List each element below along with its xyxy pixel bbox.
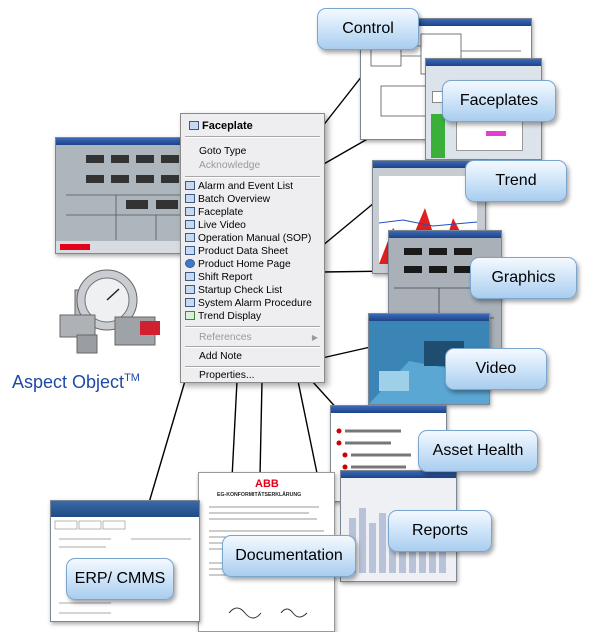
document-icon <box>185 285 195 294</box>
aspect-context-menu: Faceplate Goto Type Acknowledge Alarm an… <box>180 113 325 383</box>
process-graphic <box>56 155 201 253</box>
video-icon <box>185 220 195 229</box>
menu-acknowledge[interactable]: Acknowledge <box>199 160 261 171</box>
menu-separator <box>185 326 320 328</box>
menu-goto-type[interactable]: Goto Type <box>199 146 247 157</box>
document-icon <box>185 298 195 307</box>
menu-item-operation-manual[interactable]: Operation Manual (SOP) <box>185 233 311 244</box>
list-icon <box>185 181 195 190</box>
abb-logo: ABB <box>255 478 279 490</box>
submenu-arrow-icon: ▶ <box>311 333 318 342</box>
menu-separator <box>185 346 320 348</box>
menu-references[interactable]: References <box>199 332 252 343</box>
menu-separator <box>185 366 320 368</box>
aspect-object-title: Aspect ObjectTM <box>12 372 140 392</box>
callout-asset-health: Asset Health <box>418 430 538 472</box>
menu-separator <box>185 176 320 178</box>
process-graphic-screenshot <box>55 137 202 254</box>
menu-add-note[interactable]: Add Note <box>199 351 242 362</box>
menu-separator <box>185 136 320 138</box>
callout-control: Control <box>317 8 419 50</box>
menu-item-product-data-sheet[interactable]: Product Data Sheet <box>185 246 288 257</box>
faceplate-icon <box>189 121 199 130</box>
menu-item-batch-overview[interactable]: Batch Overview <box>185 194 270 205</box>
device-image <box>59 269 160 354</box>
menu-item-alarm-event-list[interactable]: Alarm and Event List <box>185 181 293 192</box>
trend-icon <box>185 311 195 320</box>
menu-item-startup-check-list[interactable]: Startup Check List <box>185 285 282 296</box>
callout-documentation: Documentation <box>222 535 356 577</box>
document-icon <box>185 233 195 242</box>
trademark: TM <box>124 372 140 384</box>
menu-item-trend-display[interactable]: Trend Display <box>185 311 261 322</box>
doc-heading: EG-KONFORMITÄTSERKLÄRUNG <box>217 492 302 498</box>
menu-item-product-home-page[interactable]: Product Home Page <box>185 259 291 270</box>
document-icon <box>185 272 195 281</box>
callout-trend: Trend <box>465 160 567 202</box>
menu-item-faceplate[interactable]: Faceplate <box>185 207 243 218</box>
menu-header: Faceplate <box>189 120 253 132</box>
menu-item-shift-report[interactable]: Shift Report <box>185 272 252 283</box>
menu-properties[interactable]: Properties... <box>199 370 255 381</box>
batch-icon <box>185 194 195 203</box>
callout-faceplates: Faceplates <box>442 80 556 122</box>
document-icon <box>185 246 195 255</box>
callout-reports: Reports <box>388 510 492 552</box>
menu-item-live-video[interactable]: Live Video <box>185 220 246 231</box>
globe-icon <box>185 259 195 268</box>
callout-erp-cmms: ERP/ CMMS <box>66 558 174 600</box>
menu-item-system-alarm-procedure[interactable]: System Alarm Procedure <box>185 298 312 309</box>
callout-video: Video <box>445 348 547 390</box>
erp-form <box>54 520 191 614</box>
callout-graphics: Graphics <box>470 257 577 299</box>
faceplate-icon <box>185 207 195 216</box>
